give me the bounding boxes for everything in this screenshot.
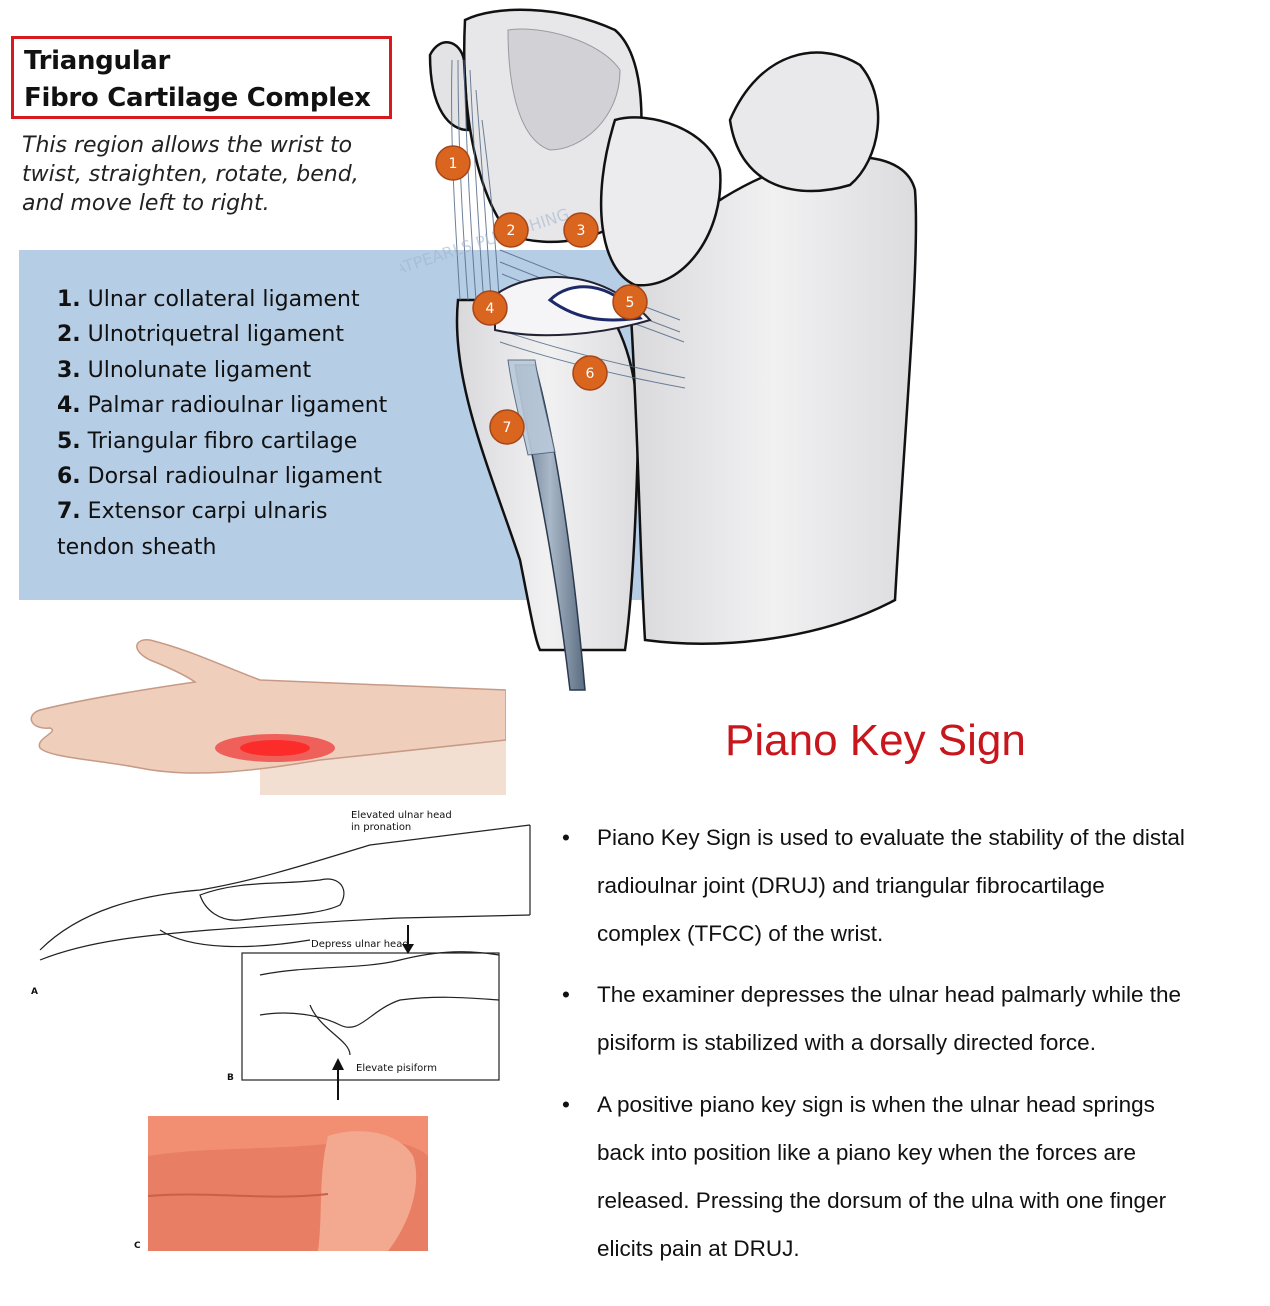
- bullet-line: Piano Key Sign is used to evaluate the s…: [597, 825, 1185, 850]
- title-line-2: Fibro Cartilage Complex: [24, 83, 371, 113]
- bullet-line: released. Pressing the dorsum of the uln…: [597, 1188, 1167, 1213]
- bullet-line: radioulnar joint (DRUJ) and triangular f…: [597, 873, 1105, 898]
- svg-text:7: 7: [503, 420, 512, 436]
- legend-label: Ulnolunate ligament: [87, 357, 312, 383]
- svg-text:4: 4: [486, 301, 495, 317]
- label-depress-ulnar-head: Depress ulnar head: [311, 939, 409, 950]
- legend-number: 6.: [57, 464, 81, 490]
- bullet-line: complex (TFCC) of the wrist.: [597, 921, 884, 946]
- bullet-line: A positive piano key sign is when the ul…: [597, 1092, 1155, 1117]
- bullet-item: • Piano Key Sign is used to evaluate the…: [562, 814, 1252, 964]
- marker-2: 2: [493, 212, 529, 248]
- legend-item: 3. Ulnolunate ligament: [57, 353, 457, 388]
- intro-line-2: twist, straighten, rotate, bend,: [22, 162, 359, 187]
- legend-label: tendon sheath: [57, 534, 217, 560]
- legend-number: 4.: [57, 393, 81, 419]
- bullet-dot: •: [562, 982, 570, 1007]
- legend-item: 6. Dorsal radioulnar ligament: [57, 459, 457, 494]
- bullet-dot: •: [562, 1092, 570, 1117]
- hand-pain-photo: [30, 639, 506, 795]
- bullet-item: • A positive piano key sign is when the …: [562, 1081, 1252, 1281]
- title-box: Triangular Fibro Cartilage Complex: [11, 36, 392, 119]
- bullet-line: back into position like a piano key when…: [597, 1140, 1137, 1165]
- intro-line-1: This region allows the wrist to: [22, 133, 353, 158]
- legend-label: Palmar radioulnar ligament: [87, 393, 388, 419]
- legend-label: Ulnar collateral ligament: [87, 287, 360, 312]
- figure-letter-b: B: [227, 1073, 234, 1083]
- bullet-line: elicits pain at DRUJ.: [597, 1236, 800, 1261]
- marker-6: 6: [572, 355, 608, 391]
- legend-list: 1. Ulnar collateral ligament 2. Ulnotriq…: [57, 282, 457, 565]
- bullet-line: pisiform is stabilized with a dorsally d…: [597, 1030, 1096, 1055]
- marker-7: 7: [489, 409, 525, 445]
- legend-item: 2. Ulnotriquetral ligament: [57, 317, 457, 352]
- legend-number: 3.: [57, 357, 81, 383]
- marker-5: 5: [612, 284, 648, 320]
- legend-label: Triangular fibro cartilage: [87, 428, 358, 454]
- figure-letter-a: A: [31, 987, 38, 997]
- legend-item: 4. Palmar radioulnar ligament: [57, 388, 457, 423]
- svg-text:5: 5: [626, 295, 635, 311]
- tfcc-anatomy-illustration: ©2020 STATPEARLS PUBLISHING: [400, 8, 918, 691]
- title-line-1: Triangular: [24, 46, 171, 76]
- piano-key-sketch: Elevated ulnar head in pronation Depress…: [20, 800, 535, 1110]
- legend-number: 1.: [57, 287, 81, 312]
- svg-text:3: 3: [577, 223, 586, 239]
- intro-line-3: and move left to right.: [22, 191, 270, 216]
- legend-number: 7.: [57, 499, 81, 525]
- figure-letter-c: C: [134, 1241, 141, 1251]
- legend-label: Extensor carpi ulnaris: [87, 499, 328, 525]
- legend-number: 5.: [57, 428, 81, 454]
- svg-text:2: 2: [507, 223, 516, 239]
- legend-label: Dorsal radioulnar ligament: [87, 464, 382, 490]
- marker-3: 3: [563, 212, 599, 248]
- bullet-line: The examiner depresses the ulnar head pa…: [597, 982, 1182, 1007]
- legend-item: 5. Triangular fibro cartilage: [57, 424, 457, 459]
- piano-key-title: Piano Key Sign: [725, 716, 1026, 765]
- bullet-dot: •: [562, 825, 570, 850]
- legend-number: 2.: [57, 322, 81, 348]
- sketch-drawing: [39, 824, 531, 1100]
- label-elevated-ulnar-head: Elevated ulnar head in pronation: [351, 810, 452, 833]
- legend-item: 7. Extensor carpi ulnaris: [57, 494, 457, 529]
- legend-item-continued: tendon sheath: [57, 530, 457, 565]
- legend-item: 1. Ulnar collateral ligament: [57, 282, 457, 317]
- svg-text:1: 1: [449, 156, 458, 172]
- svg-text:6: 6: [586, 366, 595, 382]
- marker-1: 1: [435, 145, 471, 181]
- label-elevate-pisiform: Elevate pisiform: [356, 1063, 437, 1074]
- legend-label: Ulnotriquetral ligament: [87, 322, 344, 348]
- bullet-item: • The examiner depresses the ulnar head …: [562, 971, 1252, 1071]
- marker-4: 4: [472, 290, 508, 326]
- piano-key-exam-photo: [148, 1116, 428, 1251]
- intro-text: This region allows the wrist to twist, s…: [22, 131, 422, 218]
